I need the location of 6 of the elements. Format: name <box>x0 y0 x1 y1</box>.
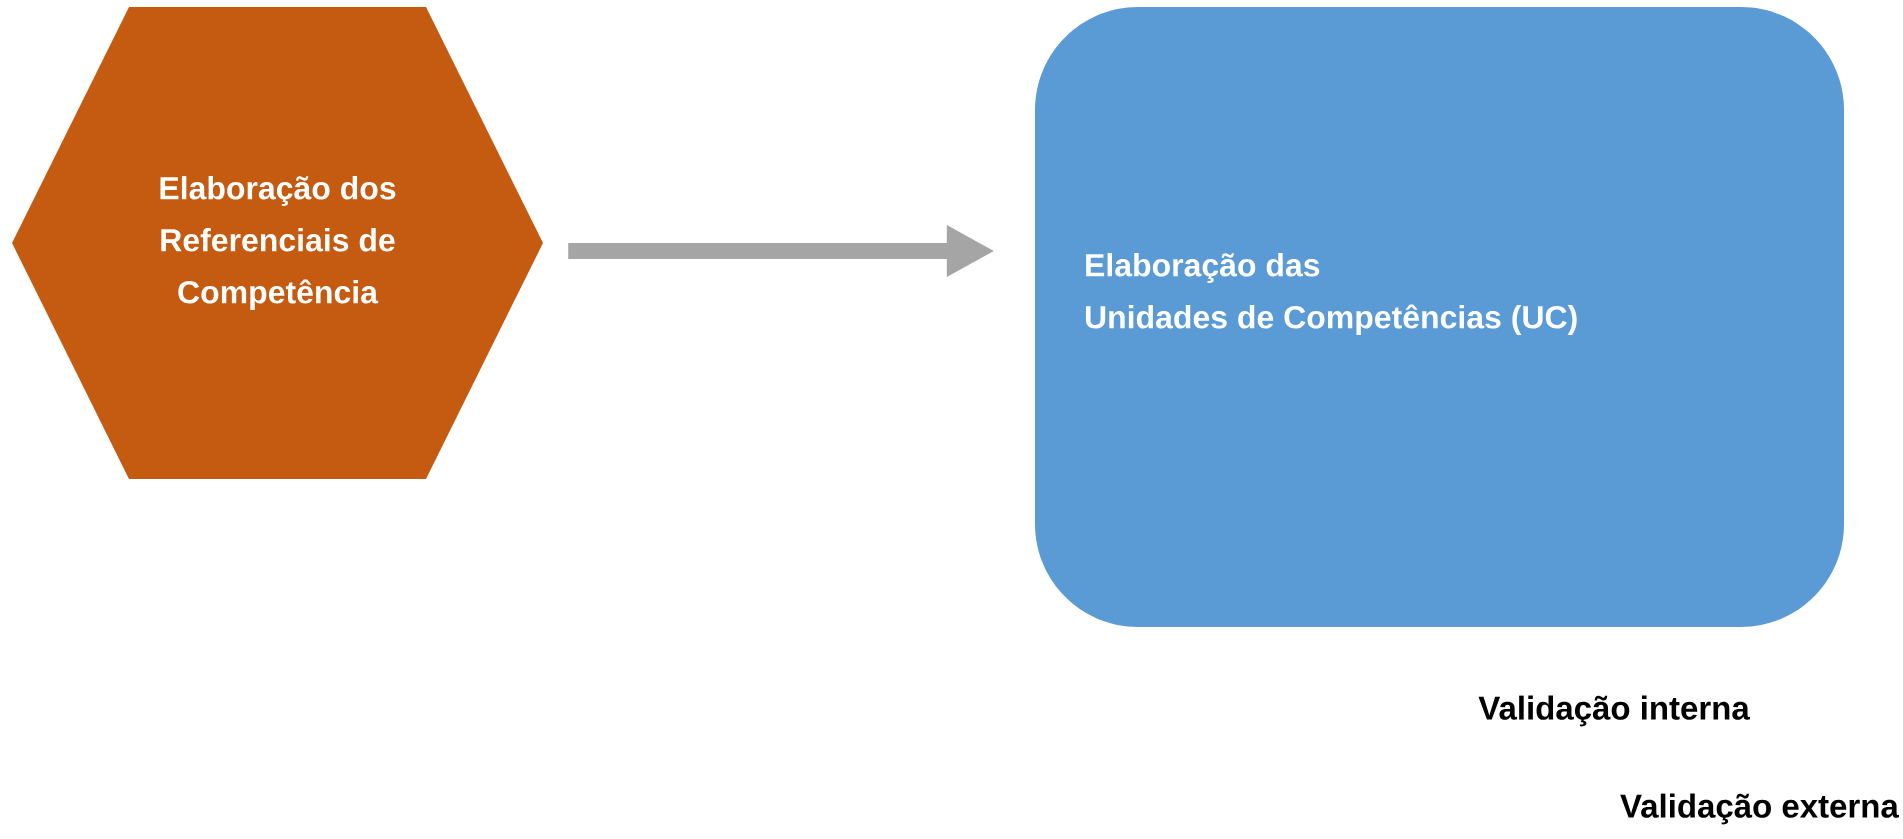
node-text: Elaboração das Unidades de Competências (UC) <box>1085 253 1577 335</box>
validation-label: Validação interna <box>1478 695 1750 727</box>
validation-label: Validação externa <box>1620 793 1899 825</box>
node-text: Elaboração dos Referenciais de Competência <box>160 176 396 310</box>
hexagon-shape <box>12 7 543 479</box>
rounded-box <box>1035 7 1844 627</box>
